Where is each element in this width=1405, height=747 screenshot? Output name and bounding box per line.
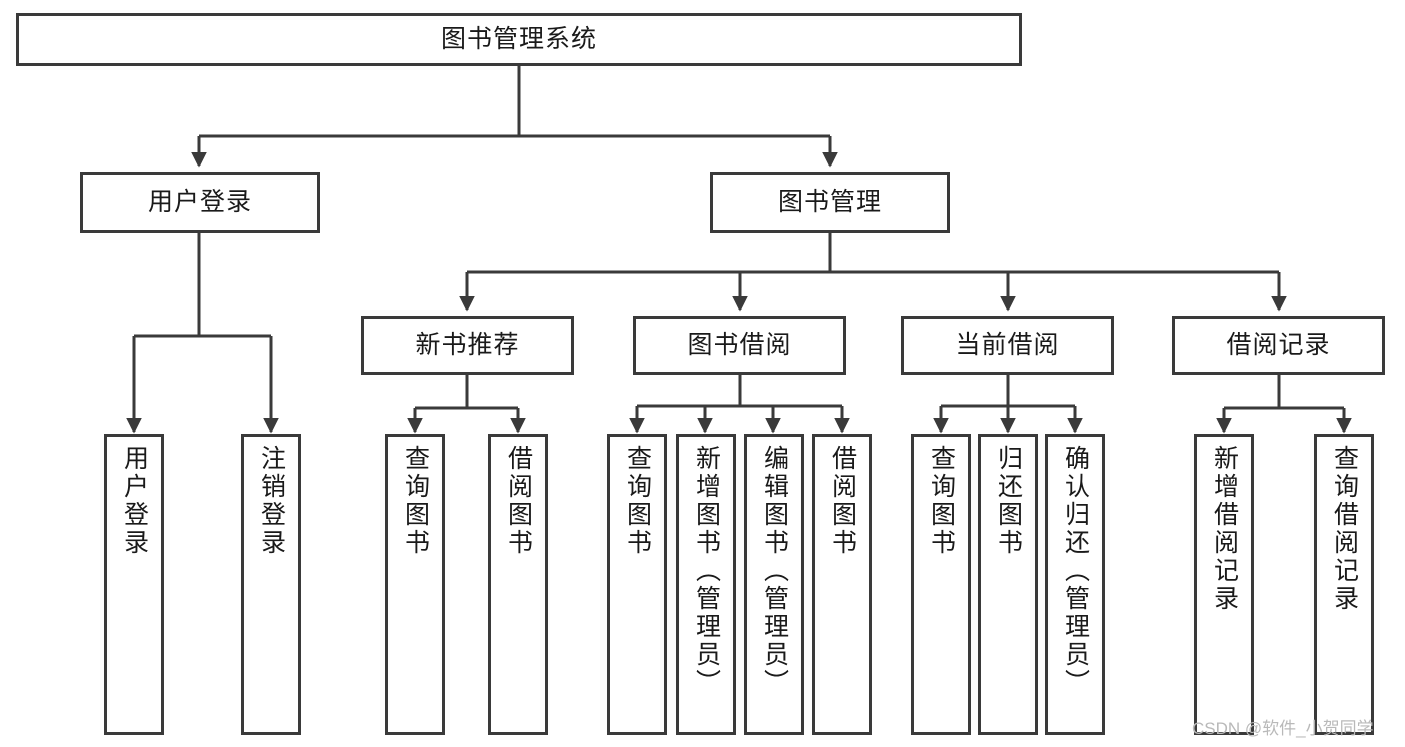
node-root-system[interactable]: 图书管理系统 xyxy=(16,13,1022,66)
node-borrow-records[interactable]: 借阅记录 xyxy=(1172,316,1385,375)
leaf-return-book[interactable]: 归还图书 xyxy=(978,434,1038,735)
node-label: 确认归还（管理员） xyxy=(1061,445,1090,697)
node-label: 图书借阅 xyxy=(687,331,792,360)
node-label: 注销登录 xyxy=(257,445,286,557)
node-label: 新书推荐 xyxy=(415,331,520,360)
leaf-query-book[interactable]: 查询图书 xyxy=(607,434,667,735)
leaf-query-book-recommend[interactable]: 查询图书 xyxy=(385,434,445,735)
node-label: 归还图书 xyxy=(994,445,1023,557)
leaf-user-login[interactable]: 用户登录 xyxy=(104,434,164,735)
node-label: 用户登录 xyxy=(147,188,252,217)
node-label: 查询借阅记录 xyxy=(1330,445,1359,613)
node-user-login[interactable]: 用户登录 xyxy=(80,172,320,233)
leaf-borrow-book[interactable]: 借阅图书 xyxy=(812,434,872,735)
leaf-confirm-return-admin[interactable]: 确认归还（管理员） xyxy=(1045,434,1105,735)
node-label: 图书管理系统 xyxy=(440,25,597,54)
leaf-query-borrow-record[interactable]: 查询借阅记录 xyxy=(1314,434,1374,735)
node-new-book-recommend[interactable]: 新书推荐 xyxy=(361,316,574,375)
leaf-edit-book-admin[interactable]: 编辑图书（管理员） xyxy=(744,434,804,735)
leaf-query-book-current[interactable]: 查询图书 xyxy=(911,434,971,735)
node-label: 查询图书 xyxy=(623,445,652,557)
node-label: 查询图书 xyxy=(927,445,956,557)
node-book-management[interactable]: 图书管理 xyxy=(710,172,950,233)
node-label: 借阅图书 xyxy=(504,445,533,557)
leaf-borrow-book-recommend[interactable]: 借阅图书 xyxy=(488,434,548,735)
node-label: 新增借阅记录 xyxy=(1210,445,1239,613)
node-label: 查询图书 xyxy=(401,445,430,557)
node-current-borrow[interactable]: 当前借阅 xyxy=(901,316,1114,375)
leaf-logout[interactable]: 注销登录 xyxy=(241,434,301,735)
node-label: 图书管理 xyxy=(777,188,882,217)
leaf-add-borrow-record[interactable]: 新增借阅记录 xyxy=(1194,434,1254,735)
node-book-borrow[interactable]: 图书借阅 xyxy=(633,316,846,375)
node-label: 用户登录 xyxy=(120,445,149,557)
node-label: 当前借阅 xyxy=(955,331,1060,360)
node-label: 新增图书（管理员） xyxy=(692,445,721,697)
watermark: CSDN @软件_小贺同学 xyxy=(1192,719,1374,738)
leaf-add-book-admin[interactable]: 新增图书（管理员） xyxy=(676,434,736,735)
node-label: 编辑图书（管理员） xyxy=(760,445,789,697)
node-label: 借阅记录 xyxy=(1226,331,1331,360)
node-label: 借阅图书 xyxy=(828,445,857,557)
